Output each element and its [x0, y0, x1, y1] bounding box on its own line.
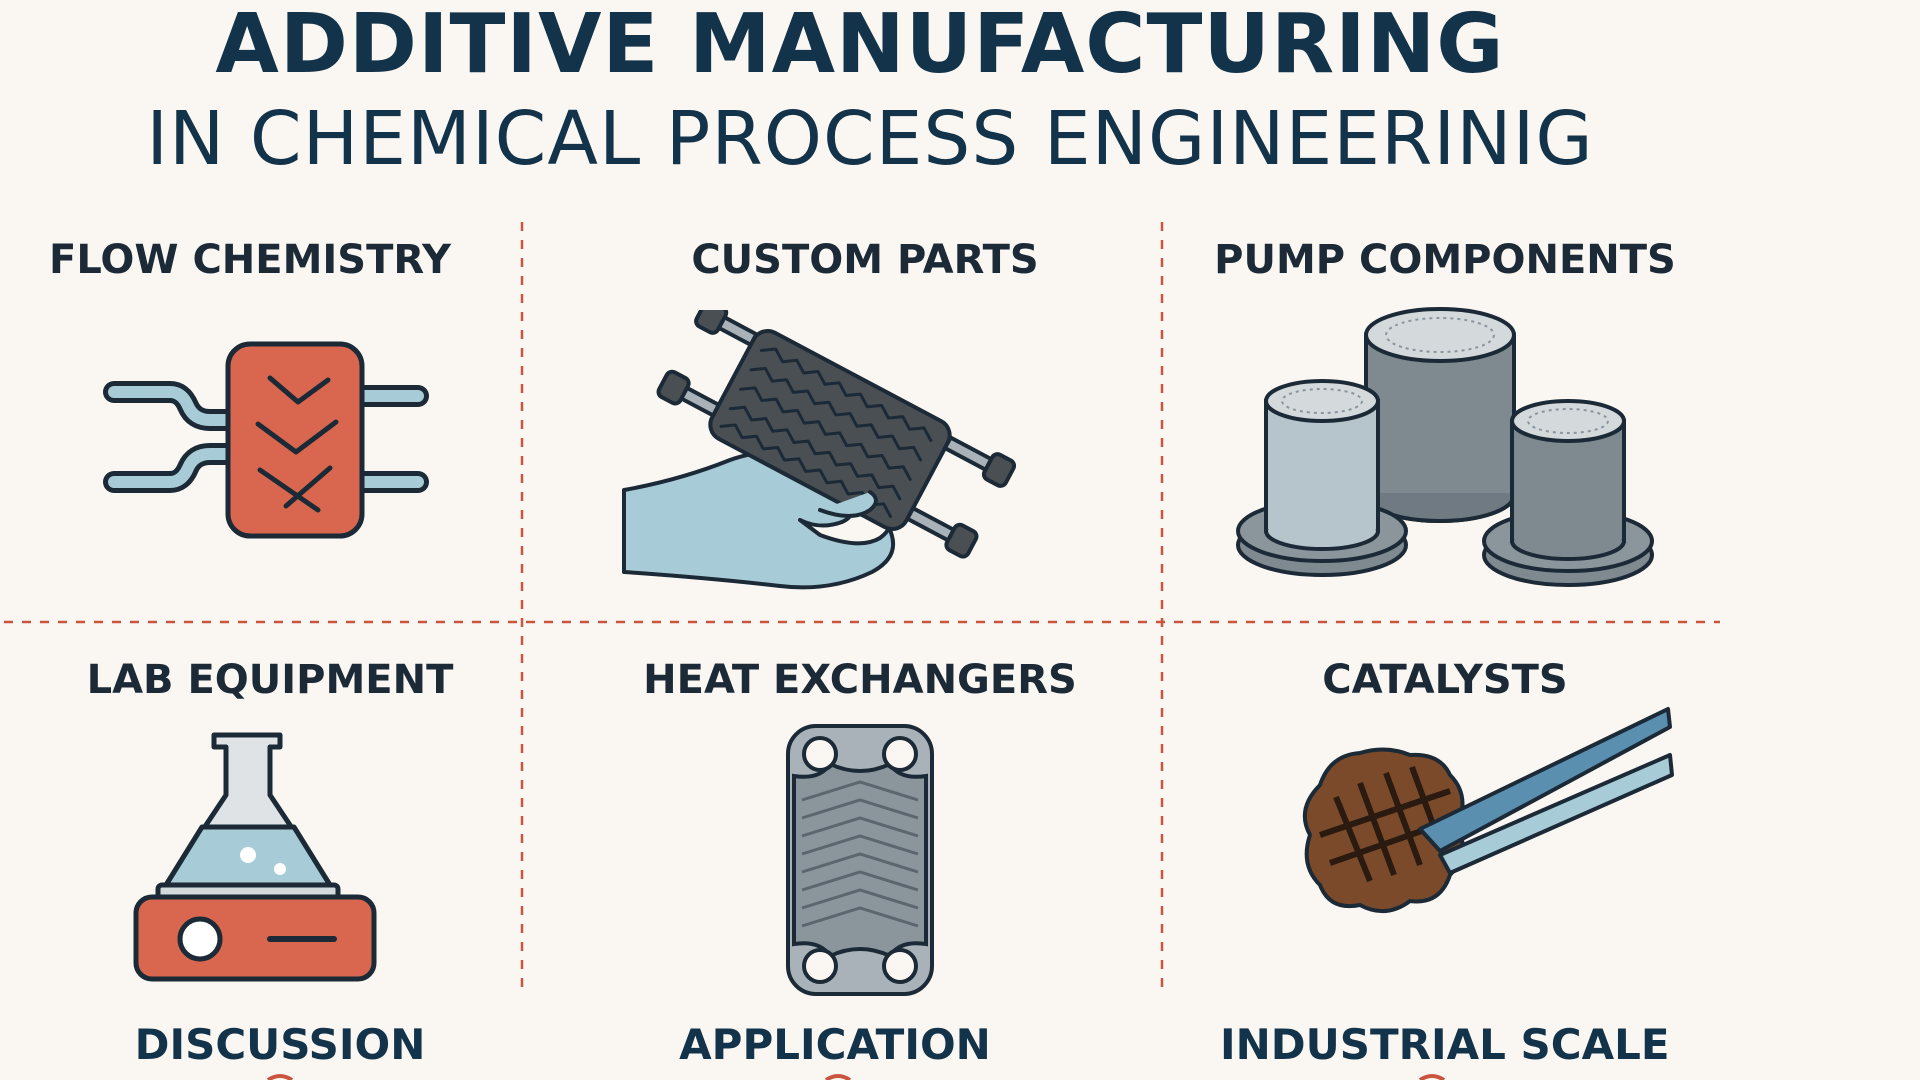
page-title: ADDITIVE MANUFACTURING: [215, 0, 1505, 92]
page-subtitle: IN CHEMICAL PROCESS ENGINEERINIG: [146, 96, 1594, 182]
hand-holding-part-icon: [622, 310, 1017, 590]
footer-label-application: APPLICATION: [679, 1020, 991, 1069]
cell-label-custom-parts: CUSTOM PARTS: [691, 237, 1039, 283]
footer-label-industrial-scale: INDUSTRIAL SCALE: [1220, 1020, 1670, 1069]
footer-label-discussion: DISCUSSION: [134, 1020, 426, 1069]
cell-label-catalysts: CATALYSTS: [1322, 657, 1568, 703]
flask-on-hotplate-icon: [133, 732, 377, 982]
catalyst-with-tweezers-icon: [1302, 707, 1674, 913]
cell-label-pump-components: PUMP COMPONENTS: [1214, 237, 1676, 283]
flow-reactor-icon: [103, 341, 429, 539]
cell-label-lab-equipment: LAB EQUIPMENT: [86, 657, 454, 703]
cell-label-heat-exchangers: HEAT EXCHANGERS: [643, 657, 1077, 703]
footer-accent-marks: [266, 1074, 1446, 1080]
cell-label-flow-chemistry: FLOW CHEMISTRY: [49, 237, 451, 283]
pump-cylinders-icon: [1236, 307, 1654, 587]
plate-heat-exchanger-icon: [786, 724, 934, 996]
